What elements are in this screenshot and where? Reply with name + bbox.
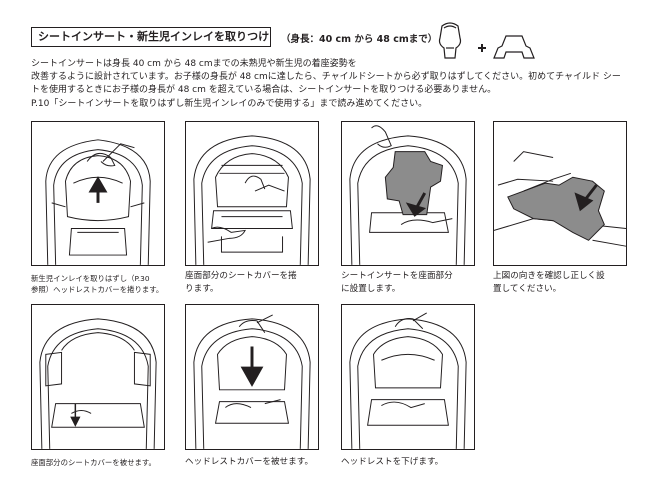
seat-insert-piece xyxy=(384,151,444,216)
step-5-caption: 座面部分のシートカバーを被せます。 xyxy=(31,457,181,468)
down-arrow-icon xyxy=(70,403,81,427)
intro-text: シートインサートは身長 40 cm から 48 cmまでの未熟児や新生児の着座姿… xyxy=(31,58,621,111)
caption-line: ヘッドレストカバーを被せます。 xyxy=(185,457,314,467)
caption-line: シートインサートを座面部分 xyxy=(341,271,453,281)
step-6-illustration xyxy=(185,304,319,450)
down-arrow-icon xyxy=(405,192,427,217)
step-6-caption: ヘッドレストカバーを被せます。 xyxy=(185,456,335,469)
caption-line: に設置します。 xyxy=(341,283,401,294)
caption-line: 座面部分のシートカバーを被せます。 xyxy=(31,458,156,467)
step-7-illustration xyxy=(341,304,475,450)
seat-insert-piece xyxy=(507,176,605,241)
down-arrow-icon xyxy=(574,184,598,212)
seat-insert-icon xyxy=(438,22,462,59)
section-title: シートインサート・新生児インレイを取りつける xyxy=(31,27,271,47)
newborn-inlay-icon xyxy=(493,35,535,59)
insert-icons xyxy=(438,22,535,59)
plus-icon xyxy=(478,44,486,52)
step-1-caption: 新生児インレイを取りはずし（P.30 参照）ヘッドレストカバーを捲ります。 xyxy=(31,273,171,295)
step-1-illustration xyxy=(31,121,165,266)
intro-line: シートインサートは身長 40 cm から 48 cmまでの未熟児や新生児の着座姿… xyxy=(31,59,357,69)
step-2-illustration xyxy=(185,121,319,266)
up-arrow-icon xyxy=(88,176,108,203)
step-3-caption: シートインサートを座面部分 に設置します。 xyxy=(341,270,481,295)
step-4-illustration xyxy=(493,121,627,266)
caption-line: ヘッドレストを下げます。 xyxy=(341,457,444,467)
step-3-illustration xyxy=(341,121,475,266)
intro-line: 改善するように設計されています。お子様の身長が 48 cmに達したら、チャイルド… xyxy=(31,72,621,83)
down-arrow-icon xyxy=(240,346,264,387)
caption-line: 新生児インレイを取りはずし（P.30 xyxy=(31,274,150,283)
caption-line: 置してください。 xyxy=(493,283,562,294)
step-7-caption: ヘッドレストを下げます。 xyxy=(341,456,491,469)
intro-line: P.10「シートインサートを取りはずし新生児インレイのみで使用する」まで読み進め… xyxy=(31,98,428,109)
step-2-caption: 座面部分のシートカバーを捲 ります。 xyxy=(185,270,325,295)
step-4-caption: 上図の向きを確認し正しく設 置してください。 xyxy=(493,270,633,295)
caption-line: ります。 xyxy=(185,283,219,294)
step-5-illustration xyxy=(31,304,165,450)
caption-line: 参照）ヘッドレストカバーを捲ります。 xyxy=(31,285,164,294)
height-range-note: （身長：40 cm から 48 cmまで） xyxy=(281,34,438,45)
intro-line: トを使用するときにお子様の身長が 48 cm を超えている場合は、シートインサー… xyxy=(31,85,497,96)
caption-line: 上図の向きを確認し正しく設 xyxy=(493,271,605,281)
caption-line: 座面部分のシートカバーを捲 xyxy=(185,271,297,281)
